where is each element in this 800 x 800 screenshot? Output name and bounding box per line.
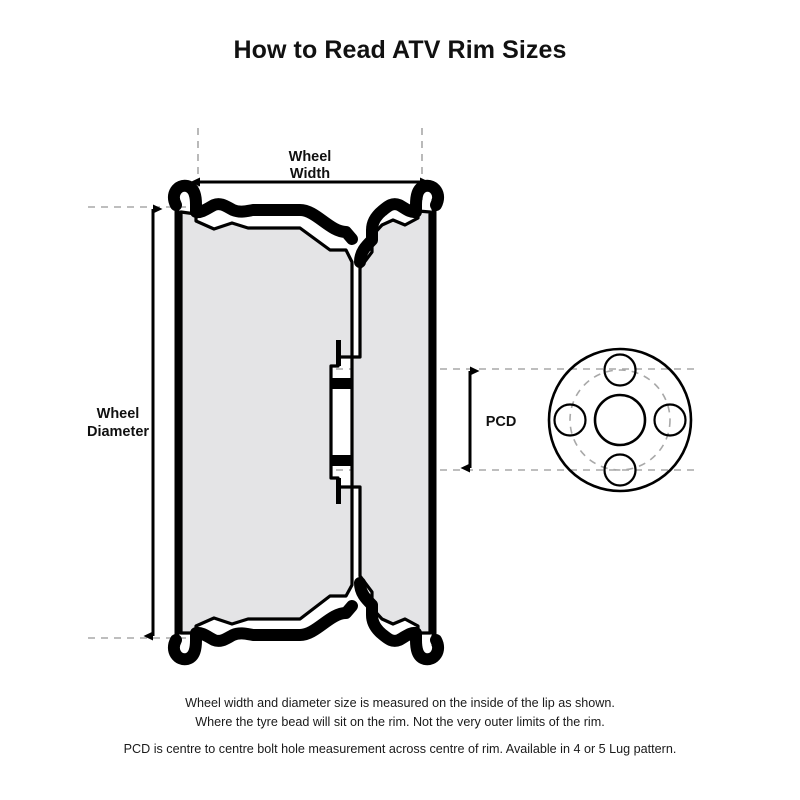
hub-outer-circle [547, 347, 693, 493]
rim-right-half-body [350, 209, 432, 635]
hub-pad-lower [331, 455, 353, 466]
measurement-caption-line1: Wheel width and diameter size is measure… [185, 696, 615, 710]
pcd-label: PCD [486, 414, 517, 430]
pcd-caption-line: PCD is centre to centre bolt hole measur… [123, 742, 677, 756]
bolt-hole-right [653, 403, 687, 437]
wheel-diameter-label-line2: Diameter [87, 424, 149, 440]
rim-cross-section [167, 179, 445, 666]
rim-top-lip-profile [167, 179, 358, 245]
hub-bolt-pattern [547, 347, 693, 493]
rim-left-half-body [179, 210, 354, 635]
measurement-caption-line2: Where the tyre bead will sit on the rim.… [195, 715, 605, 729]
pcd-caption: PCD is centre to centre bolt hole measur… [0, 740, 800, 759]
rim-bottom-lip-profile-right [354, 577, 445, 666]
measurement-caption: Wheel width and diameter size is measure… [0, 694, 800, 732]
hub-pad-upper [331, 378, 353, 389]
rim-bottom-lip-profile [167, 600, 358, 666]
wheel-width-dimension: Wheel Width [190, 149, 430, 187]
bolt-hole-bottom [603, 453, 637, 487]
page-title: How to Read ATV Rim Sizes [233, 36, 567, 64]
wheel-width-label-line2: Width [290, 166, 330, 182]
pcd-dimension: PCD [460, 366, 517, 473]
hub-pad-upper-edge [336, 340, 341, 366]
hub-pad-lower-edge [336, 478, 341, 504]
wheel-diameter-dimension: Wheel Diameter [87, 204, 163, 641]
bolt-hole-left [553, 403, 587, 437]
wheel-width-label-line1: Wheel [289, 149, 332, 165]
bolt-hole-top [603, 353, 637, 387]
wheel-diameter-label-line1: Wheel [97, 406, 140, 422]
hub-centre-bore [593, 393, 647, 447]
pcd-bolt-circle [569, 369, 671, 471]
